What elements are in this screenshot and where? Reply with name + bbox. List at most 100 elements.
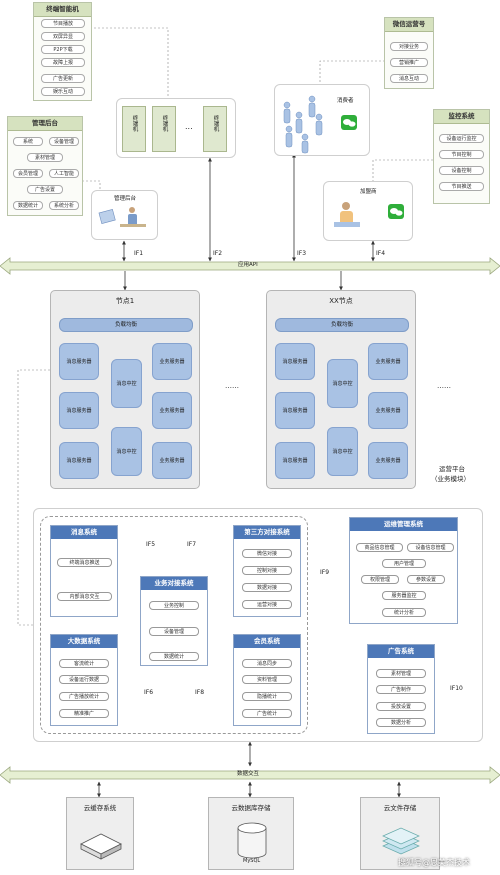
if2-label: IF2 bbox=[213, 250, 223, 257]
consumer-panel: 消费者 bbox=[274, 84, 370, 156]
third-party-item: 数据对接 bbox=[242, 583, 292, 592]
biz-system-item: 设备管理 bbox=[149, 627, 199, 636]
ops-mgmt-title: 运维管理系统 bbox=[350, 518, 457, 531]
nodexx-biz-server: 业务服务器 bbox=[368, 392, 408, 429]
ops-mgmt-item: 服务器监控 bbox=[382, 591, 426, 600]
if6-label: IF6 bbox=[144, 689, 154, 696]
nodexx-panel: XX节点 负载均衡 消息服务器 消息服务器 消息服务器 消息中控 消息中控 业务… bbox=[266, 290, 416, 489]
admin-item: 设备管理 bbox=[49, 137, 79, 146]
terminal-item: 娱乐互动 bbox=[41, 87, 85, 96]
terminal-box: 终端智能机 节目播放 双屏异显 P2P下载 故障上报 广告更新 娱乐互动 bbox=[33, 2, 92, 101]
ad-system-box: 广告系统 素材管理 广告制作 投放设置 数据分析 bbox=[367, 644, 435, 734]
cloud-cache-title: 云缓存系统 bbox=[83, 804, 117, 812]
bigdata-item: 设备运行数据 bbox=[59, 675, 109, 684]
monitor-box: 监控系统 设备运行监控 节目控制 设备控制 节目推送 bbox=[433, 109, 490, 204]
node1-msg-server: 消息服务器 bbox=[59, 392, 99, 429]
cloud-file-title: 云文件存储 bbox=[383, 804, 417, 812]
msg-system-item: 终端消息推送 bbox=[57, 558, 112, 567]
member-item: 消息同步 bbox=[242, 659, 292, 668]
member-box: 会员系统 消息同步 资料管理 隐播统计 广告统计 bbox=[233, 634, 301, 726]
node1-msg-control: 消息中控 bbox=[111, 359, 142, 408]
member-title: 会员系统 bbox=[234, 635, 300, 648]
terminal-machine: 终端机 bbox=[122, 106, 146, 152]
msg-system-box: 消息系统 终端消息推送 内部消息交互 bbox=[50, 525, 118, 617]
mysql-label: MySQL bbox=[243, 858, 261, 864]
monitor-item: 设备控制 bbox=[439, 166, 484, 175]
franchisee-panel: 加盟商 bbox=[323, 181, 413, 241]
ops-mgmt-item: 参数设置 bbox=[407, 575, 445, 584]
terminal-machine: 终端机 bbox=[152, 106, 176, 152]
wechat-ops-item: 营销推广 bbox=[390, 58, 428, 67]
bigdata-title: 大数据系统 bbox=[51, 635, 117, 648]
terminal-item: 节目播放 bbox=[41, 19, 85, 28]
nodexx-biz-server: 业务服务器 bbox=[368, 343, 408, 380]
admin-backend-title: 管理后台 bbox=[8, 117, 82, 131]
third-party-item: 控制对接 bbox=[242, 566, 292, 575]
franchisee-figure-icon bbox=[334, 202, 404, 227]
node1-biz-server: 业务服务器 bbox=[152, 392, 192, 429]
node1-panel: 节点1 负载均衡 消息服务器 消息服务器 消息服务器 消息中控 消息中控 业务服… bbox=[50, 290, 200, 489]
business-module-dashed bbox=[40, 516, 308, 734]
terminal-machines-panel: 终端机 终端机 ... 终端机 bbox=[116, 98, 236, 158]
admin-item: 数据统计 bbox=[13, 201, 43, 210]
wechat-ops-title: 微信运营号 bbox=[385, 18, 433, 32]
consumer-label: 消费者 bbox=[337, 98, 354, 104]
cloud-db-title: 云数据库存储 bbox=[231, 804, 271, 812]
node1-biz-server: 业务服务器 bbox=[152, 442, 192, 479]
third-party-box: 第三方对接系统 微信对接 控制对接 数据对接 运营对接 bbox=[233, 525, 301, 617]
cloud-file-box: 云文件存储 bbox=[360, 797, 440, 870]
msg-system-item: 内部消息交互 bbox=[57, 592, 112, 601]
member-item: 隐播统计 bbox=[242, 692, 292, 701]
bigdata-box: 大数据系统 客流统计 设备运行数据 广告播放统计 精准推广 bbox=[50, 634, 118, 726]
if10-label: IF10 bbox=[450, 685, 463, 692]
nodexx-load-balancer: 负载均衡 bbox=[275, 318, 409, 332]
ops-mgmt-item: 设备信息管理 bbox=[407, 543, 454, 552]
node1-biz-server: 业务服务器 bbox=[152, 343, 192, 380]
nodes-ellipsis: …… bbox=[225, 382, 239, 390]
bigdata-item: 精准推广 bbox=[59, 709, 109, 718]
wechat-ops-item: 消息互动 bbox=[390, 74, 428, 83]
biz-system-title: 业务对接系统 bbox=[141, 577, 207, 590]
node1-msg-server: 消息服务器 bbox=[59, 343, 99, 380]
terminal-item: 故障上报 bbox=[41, 58, 85, 67]
nodexx-msg-server: 消息服务器 bbox=[275, 343, 315, 380]
if8-label: IF8 bbox=[195, 689, 205, 696]
msg-system-title: 消息系统 bbox=[51, 526, 117, 539]
biz-system-item: 业务控制 bbox=[149, 601, 199, 610]
terminal-ellipsis: ... bbox=[185, 122, 193, 131]
monitor-item: 设备运行监控 bbox=[439, 134, 484, 143]
ops-platform-label-2: （业务模块） bbox=[431, 475, 470, 483]
admin-backend-box: 管理后台 系统 设备管理 素材管理 会员管理 人工智能 广告设置 数据统计 系统… bbox=[7, 116, 83, 216]
database-icon bbox=[237, 822, 267, 859]
third-party-item: 微信对接 bbox=[242, 549, 292, 558]
bigdata-item: 客流统计 bbox=[59, 659, 109, 668]
admin-device-label: 管理后台 bbox=[114, 196, 137, 202]
top-bus-label: 应用API bbox=[238, 262, 258, 268]
admin-item: 素材管理 bbox=[27, 153, 63, 162]
terminal-item: P2P下载 bbox=[41, 45, 85, 54]
terminal-item: 双屏异显 bbox=[41, 32, 85, 41]
monitor-item: 节目控制 bbox=[439, 150, 484, 159]
admin-device-panel: 管理后台 bbox=[91, 190, 158, 240]
terminal-item: 广告更新 bbox=[41, 74, 85, 83]
third-party-title: 第三方对接系统 bbox=[234, 526, 300, 539]
admin-item: 系统 bbox=[13, 137, 43, 146]
biz-system-item: 数据统计 bbox=[149, 652, 199, 661]
node1-load-balancer: 负载均衡 bbox=[59, 318, 193, 332]
if7-label: IF7 bbox=[187, 541, 197, 548]
consumer-figures-icon bbox=[283, 95, 357, 154]
admin-computer-icon bbox=[98, 207, 146, 227]
if1-label: IF1 bbox=[134, 250, 144, 257]
right-ellipsis: …… bbox=[437, 382, 451, 390]
file-stack-icon bbox=[382, 827, 420, 855]
bottom-bus bbox=[0, 766, 500, 784]
nodexx-msg-control: 消息中控 bbox=[327, 427, 358, 476]
third-party-item: 运营对接 bbox=[242, 600, 292, 609]
if9-label: IF9 bbox=[320, 569, 330, 576]
ad-system-title: 广告系统 bbox=[368, 645, 434, 658]
top-bus bbox=[0, 257, 500, 275]
franchisee-label: 加盟商 bbox=[360, 189, 377, 195]
if4-label: IF4 bbox=[376, 250, 386, 257]
terminal-title: 终端智能机 bbox=[34, 3, 91, 17]
